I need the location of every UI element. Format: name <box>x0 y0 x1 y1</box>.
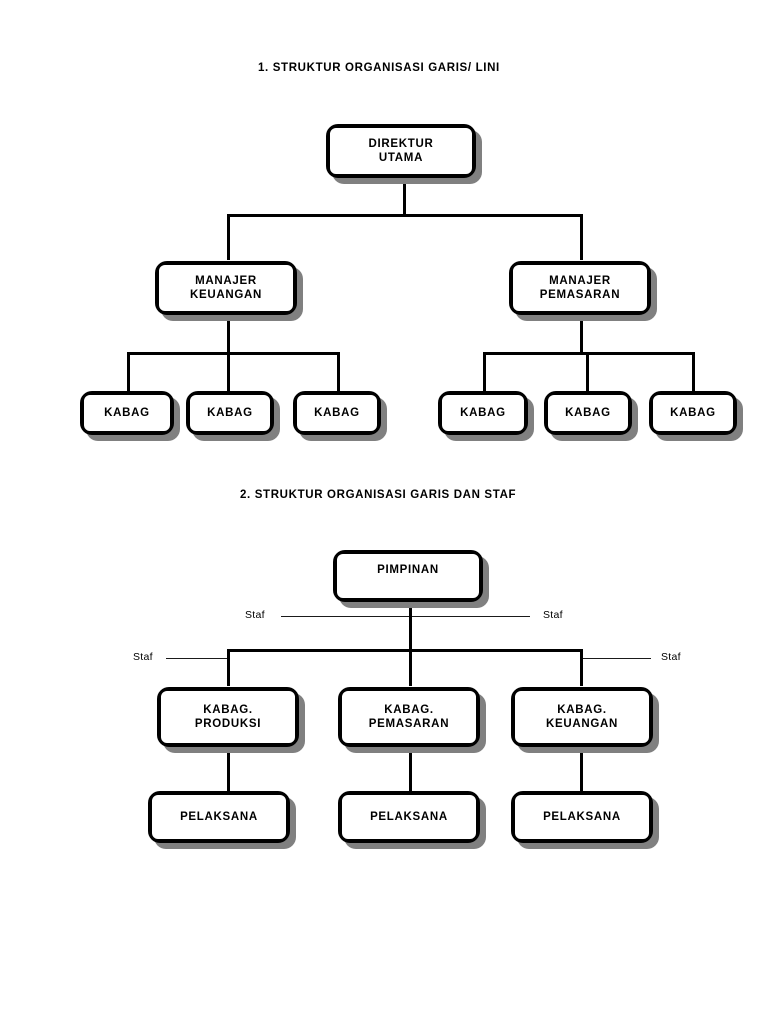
node-label: PELAKSANA <box>543 811 621 823</box>
node-kabag-right-3[interactable]: KABAG <box>649 391 743 441</box>
node-manajer-pemasaran[interactable]: MANAJER PEMASARAN <box>509 261 657 321</box>
node-inner: KABAG <box>547 394 629 432</box>
connector-pimpinan-stem <box>409 601 412 686</box>
connector-left-kabag-1-drop <box>127 352 130 392</box>
connector-pelaksana-1 <box>227 748 230 792</box>
node-pimpinan[interactable]: PIMPINAN <box>333 550 489 608</box>
staff-label-lower-right: Staf <box>661 651 681 663</box>
node-pelaksana-1[interactable]: PELAKSANA <box>148 791 296 849</box>
connector-kabag-1-drop <box>227 649 230 686</box>
node-direktur-utama[interactable]: DIREKTUR UTAMA <box>326 124 482 184</box>
node-kabag-left-2[interactable]: KABAG <box>186 391 280 441</box>
node-kabag-right-2[interactable]: KABAG <box>544 391 638 441</box>
staff-line-lower-right <box>583 658 651 659</box>
staff-line-lower-left <box>166 658 228 659</box>
staff-label-upper-left: Staf <box>245 609 265 621</box>
node-inner: PELAKSANA <box>514 794 650 840</box>
node-label: KABAG. PRODUKSI <box>194 704 262 730</box>
node-kabag-left-1[interactable]: KABAG <box>80 391 180 441</box>
node-manajer-keuangan[interactable]: MANAJER KEUANGAN <box>155 261 303 321</box>
node-inner: MANAJER KEUANGAN <box>158 264 294 312</box>
node-label: MANAJER KEUANGAN <box>189 275 263 301</box>
node-inner: DIREKTUR UTAMA <box>329 127 473 175</box>
connector-left-manager-stem <box>227 316 230 354</box>
connector-manager-left-drop <box>227 214 230 260</box>
node-kabag-produksi[interactable]: KABAG. PRODUKSI <box>157 687 305 753</box>
chart-1-title: 1. STRUKTUR ORGANISASI GARIS/ LINI <box>258 62 500 74</box>
connector-left-kabag-bar <box>127 352 339 355</box>
node-label: KABAG <box>670 407 716 419</box>
node-inner: KABAG <box>296 394 378 432</box>
node-label: KABAG <box>565 407 611 419</box>
connector-right-kabag-3-drop <box>692 352 695 392</box>
node-inner: KABAG. PEMASARAN <box>341 690 477 744</box>
node-inner: KABAG. KEUANGAN <box>514 690 650 744</box>
connector-left-kabag-3-drop <box>337 352 340 392</box>
connector-right-manager-stem <box>580 316 583 354</box>
node-label: KABAG <box>207 407 253 419</box>
node-inner: KABAG <box>83 394 171 432</box>
connector-manager-bar <box>227 214 583 217</box>
node-inner: PELAKSANA <box>151 794 287 840</box>
node-label: MANAJER PEMASARAN <box>539 275 621 301</box>
node-pelaksana-2[interactable]: PELAKSANA <box>338 791 486 849</box>
node-inner: PIMPINAN <box>336 553 480 599</box>
node-inner: PELAKSANA <box>341 794 477 840</box>
node-label: KABAG <box>314 407 360 419</box>
staff-label-upper-right: Staf <box>543 609 563 621</box>
connector-pelaksana-2 <box>409 748 412 792</box>
node-label: DIREKTUR UTAMA <box>368 138 434 164</box>
node-label: KABAG. KEUANGAN <box>545 704 619 730</box>
staff-line-upper <box>281 616 530 617</box>
node-kabag-pemasaran[interactable]: KABAG. PEMASARAN <box>338 687 486 753</box>
node-label: KABAG <box>104 407 150 419</box>
staff-label-lower-left: Staf <box>133 651 153 663</box>
connector-pelaksana-3 <box>580 748 583 792</box>
node-inner: KABAG <box>189 394 271 432</box>
connector-kabag-3-drop <box>580 649 583 686</box>
node-inner: MANAJER PEMASARAN <box>512 264 648 312</box>
node-pelaksana-3[interactable]: PELAKSANA <box>511 791 659 849</box>
node-inner: KABAG. PRODUKSI <box>160 690 296 744</box>
connector-kabag-bar <box>227 649 583 652</box>
node-kabag-left-3[interactable]: KABAG <box>293 391 387 441</box>
node-label: KABAG. PEMASARAN <box>368 704 450 730</box>
node-kabag-keuangan[interactable]: KABAG. KEUANGAN <box>511 687 659 753</box>
node-label: PIMPINAN <box>377 564 439 576</box>
chart-2-title: 2. STRUKTUR ORGANISASI GARIS DAN STAF <box>240 489 517 501</box>
connector-root-stem <box>403 179 406 216</box>
node-label: PELAKSANA <box>180 811 258 823</box>
node-label: KABAG <box>460 407 506 419</box>
connector-manager-right-drop <box>580 214 583 260</box>
node-label: PELAKSANA <box>370 811 448 823</box>
connector-left-kabag-2-drop <box>227 352 230 392</box>
connector-right-kabag-bar <box>483 352 695 355</box>
node-inner: KABAG <box>652 394 734 432</box>
connector-right-kabag-2-drop <box>586 352 589 392</box>
node-inner: KABAG <box>441 394 525 432</box>
node-kabag-right-1[interactable]: KABAG <box>438 391 534 441</box>
connector-right-kabag-1-drop <box>483 352 486 392</box>
